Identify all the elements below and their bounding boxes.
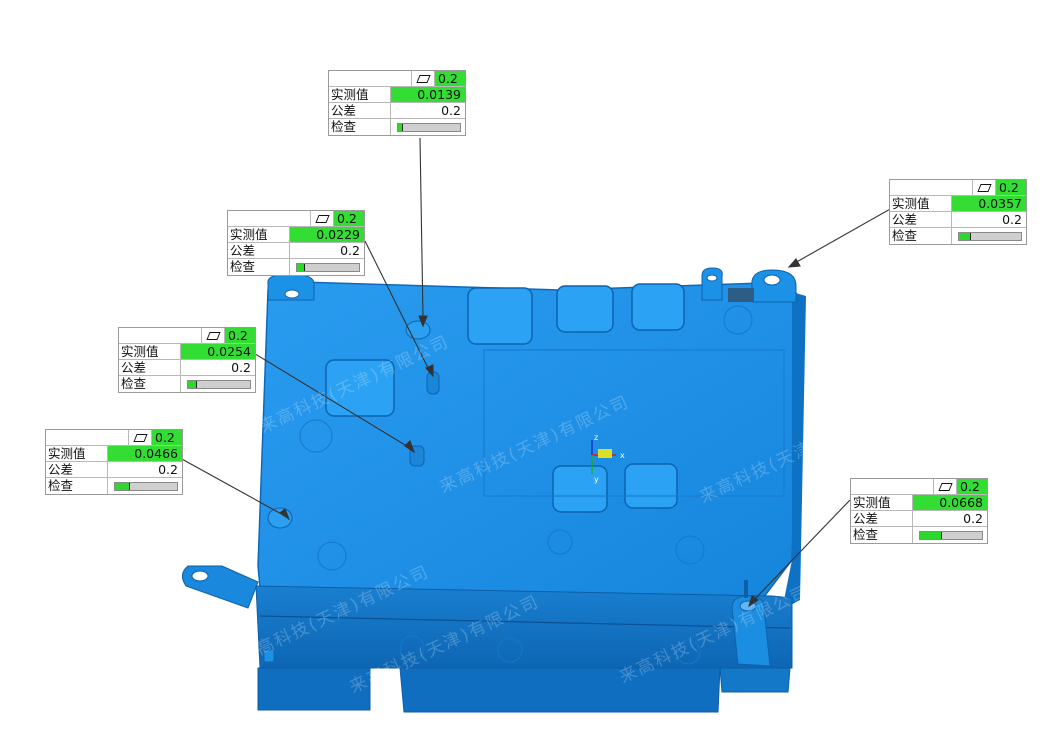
tolerance-label: 公差 <box>119 360 181 375</box>
plate-bottom-step-2 <box>399 667 721 713</box>
surface-circle <box>299 419 333 453</box>
plate-front <box>255 585 793 669</box>
flatness-icon <box>933 479 957 494</box>
deviation-bar-fill <box>188 380 197 388</box>
surface-circle <box>675 639 701 665</box>
flatness-icon <box>128 430 152 445</box>
pad-3 <box>631 283 685 331</box>
surface-circle <box>317 541 347 571</box>
pin-right <box>744 580 748 598</box>
tolerance-label: 公差 <box>851 511 913 526</box>
tolerance-value: 0.2 <box>231 360 251 375</box>
flatness-icon <box>201 328 225 343</box>
plate-side-right <box>782 292 806 610</box>
tolerance-value: 0.2 <box>158 462 178 477</box>
deviation-bar <box>919 530 983 540</box>
boss-small <box>701 267 723 301</box>
deviation-bar <box>958 231 1022 241</box>
check-label: 检查 <box>890 228 952 244</box>
tolerance-zone-value: 0.2 <box>225 328 255 343</box>
measured-value: 0.0357 <box>952 196 1026 211</box>
measured-value: 0.0254 <box>181 344 255 359</box>
boss-top-right <box>751 269 797 303</box>
measured-label: 实测值 <box>329 87 391 102</box>
measured-value: 0.0139 <box>391 87 465 102</box>
measured-value: 0.0466 <box>108 446 182 461</box>
recess-outline <box>483 349 785 497</box>
measured-label: 实测值 <box>851 495 913 510</box>
tolerance-value: 0.2 <box>963 511 983 526</box>
plate-bottom-step <box>257 667 371 711</box>
pad-4 <box>325 359 395 417</box>
pad-5 <box>552 465 608 513</box>
tolerance-label: 公差 <box>329 103 391 118</box>
measured-label: 实测值 <box>890 196 952 211</box>
deviation-bar-fill <box>920 531 942 539</box>
tolerance-value: 0.2 <box>1002 212 1022 227</box>
deviation-bar-fill <box>398 123 404 131</box>
deviation-bar-fill <box>297 263 306 271</box>
check-label: 检查 <box>46 478 108 494</box>
hole-left-bottom <box>263 649 275 663</box>
surface-circle <box>675 535 705 565</box>
check-label: 检查 <box>228 259 290 275</box>
surface-circle <box>399 635 425 661</box>
deviation-bar-fill <box>115 482 131 490</box>
tolerance-value: 0.2 <box>441 103 461 118</box>
deviation-bar <box>296 262 360 272</box>
axis-label-z: z <box>594 433 598 442</box>
tolerance-label: 公差 <box>46 462 108 477</box>
coordinate-axes-icon: z x y <box>591 433 625 484</box>
flatness-icon <box>411 71 435 86</box>
surface-circle <box>723 305 753 335</box>
post-right <box>731 595 771 667</box>
measured-value: 0.0668 <box>913 495 987 510</box>
plate-bottom-step-3 <box>719 667 791 693</box>
measured-label: 实测值 <box>228 227 290 242</box>
tolerance-label: 公差 <box>228 243 290 258</box>
tolerance-zone-value: 0.2 <box>152 430 182 445</box>
check-label: 检查 <box>119 376 181 392</box>
tolerance-value: 0.2 <box>340 243 360 258</box>
check-label: 检查 <box>329 119 391 135</box>
tolerance-zone-value: 0.2 <box>435 71 465 86</box>
tolerance-zone-value: 0.2 <box>334 211 364 226</box>
measured-label: 实测值 <box>46 446 108 461</box>
tolerance-label: 公差 <box>890 212 952 227</box>
tolerance-zone-value: 0.2 <box>957 479 987 494</box>
measured-value: 0.0229 <box>290 227 364 242</box>
boss-hole <box>284 289 300 299</box>
deviation-bar <box>114 481 178 491</box>
front-edge-line <box>259 615 791 629</box>
tolerance-zone-value: 0.2 <box>996 180 1026 195</box>
surface-circle <box>547 529 573 555</box>
measured-label: 实测值 <box>119 344 181 359</box>
pad-6 <box>624 463 678 509</box>
boss-hole <box>706 274 718 282</box>
deviation-bar <box>187 379 251 389</box>
tab-hole <box>191 570 209 582</box>
check-label: 检查 <box>851 527 913 543</box>
flatness-icon <box>310 211 334 226</box>
deviation-bar-fill <box>959 232 972 240</box>
boss-hole <box>763 274 781 286</box>
axis-label-y: y <box>594 475 599 484</box>
pad-2 <box>556 285 614 333</box>
deviation-bar <box>397 122 461 132</box>
pad-1 <box>467 287 533 345</box>
flatness-icon <box>972 180 996 195</box>
surface-circle <box>497 637 523 663</box>
dark-notch <box>728 288 754 302</box>
axis-label-x: x <box>620 451 625 460</box>
